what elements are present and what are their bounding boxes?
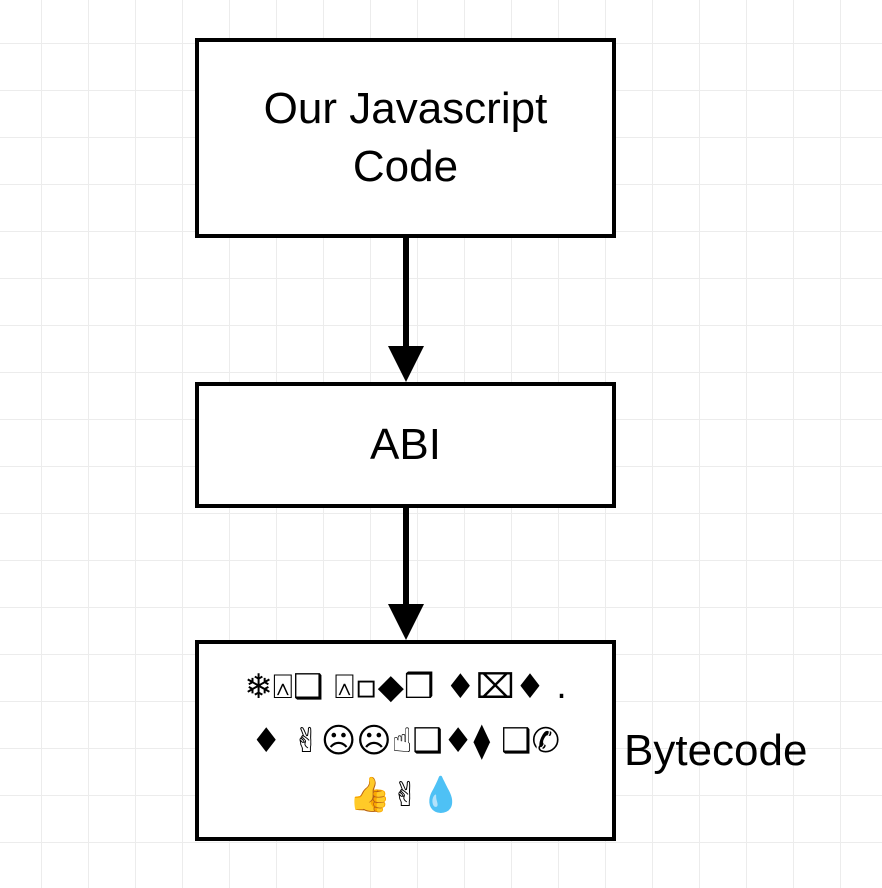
glyph-line: ♦ ✌☹☹☝❑♦⧫ ❑✆ [251, 720, 560, 761]
node-label: Our Javascript Code [264, 80, 548, 196]
glyph-line: 👍✌💧 [348, 774, 463, 815]
node-abi: ABI [195, 382, 616, 508]
arrow-js-to-abi [388, 238, 424, 382]
bytecode-side-label: Bytecode [624, 726, 808, 775]
glyph-line: ❄⍓❑ ⍓▫◆❒ ♦⌧♦ . [244, 666, 567, 707]
arrowhead-icon [388, 346, 424, 382]
node-javascript-code: Our Javascript Code [195, 38, 616, 238]
node-label: ABI [370, 420, 441, 469]
node-label-line: Our Javascript [263, 84, 548, 133]
node-label-line: Code [352, 142, 459, 191]
arrowhead-icon [388, 604, 424, 640]
node-bytecode-glyphs: ❄⍓❑ ⍓▫◆❒ ♦⌧♦ . ♦ ✌☹☹☝❑♦⧫ ❑✆ 👍✌💧 [195, 640, 616, 841]
arrow-abi-to-bytecode [388, 508, 424, 640]
